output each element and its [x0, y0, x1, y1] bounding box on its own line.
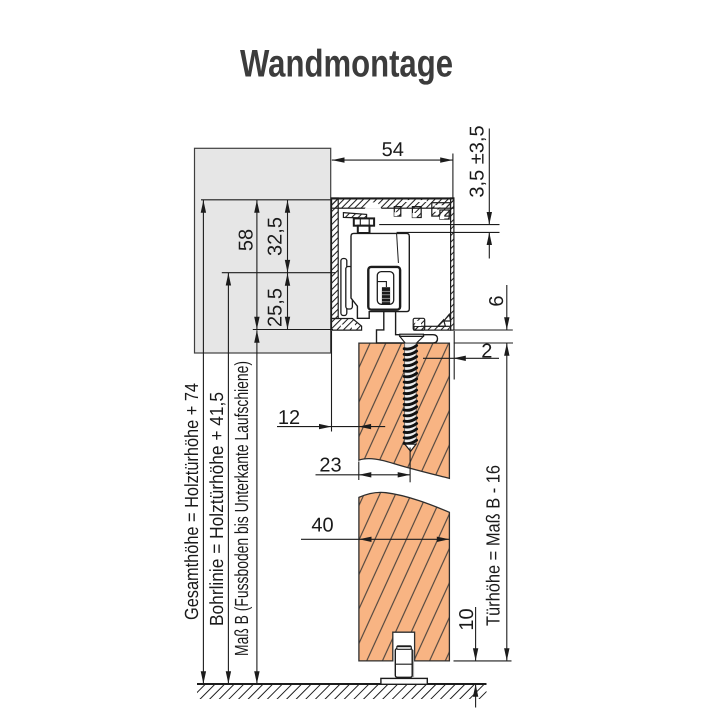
svg-text:Türhöhe = Maß B - 16: Türhöhe = Maß B - 16 [483, 465, 504, 626]
svg-text:23: 23 [319, 454, 341, 476]
svg-text:25,5: 25,5 [265, 288, 287, 327]
svg-text:12: 12 [278, 407, 300, 429]
svg-text:58: 58 [235, 229, 257, 251]
svg-text:Gesamthöhe = Holztürhöhe + 74: Gesamthöhe = Holztürhöhe + 74 [182, 383, 203, 620]
svg-text:Wandmontage: Wandmontage [240, 43, 453, 86]
svg-text:54: 54 [382, 139, 404, 161]
svg-text:10: 10 [456, 608, 478, 630]
svg-text:2: 2 [481, 341, 492, 363]
svg-text:Maß B (Fussboden bis Unterkant: Maß B (Fussboden bis Unterkante Laufschi… [232, 361, 253, 656]
svg-text:6: 6 [486, 295, 508, 306]
svg-text:Bohrlinie = Holztürhöhe + 41,5: Bohrlinie = Holztürhöhe + 41,5 [207, 392, 228, 626]
svg-text:32,5: 32,5 [265, 217, 287, 256]
svg-text:3,5 ±3,5: 3,5 ±3,5 [467, 125, 489, 197]
svg-text:40: 40 [311, 514, 333, 536]
